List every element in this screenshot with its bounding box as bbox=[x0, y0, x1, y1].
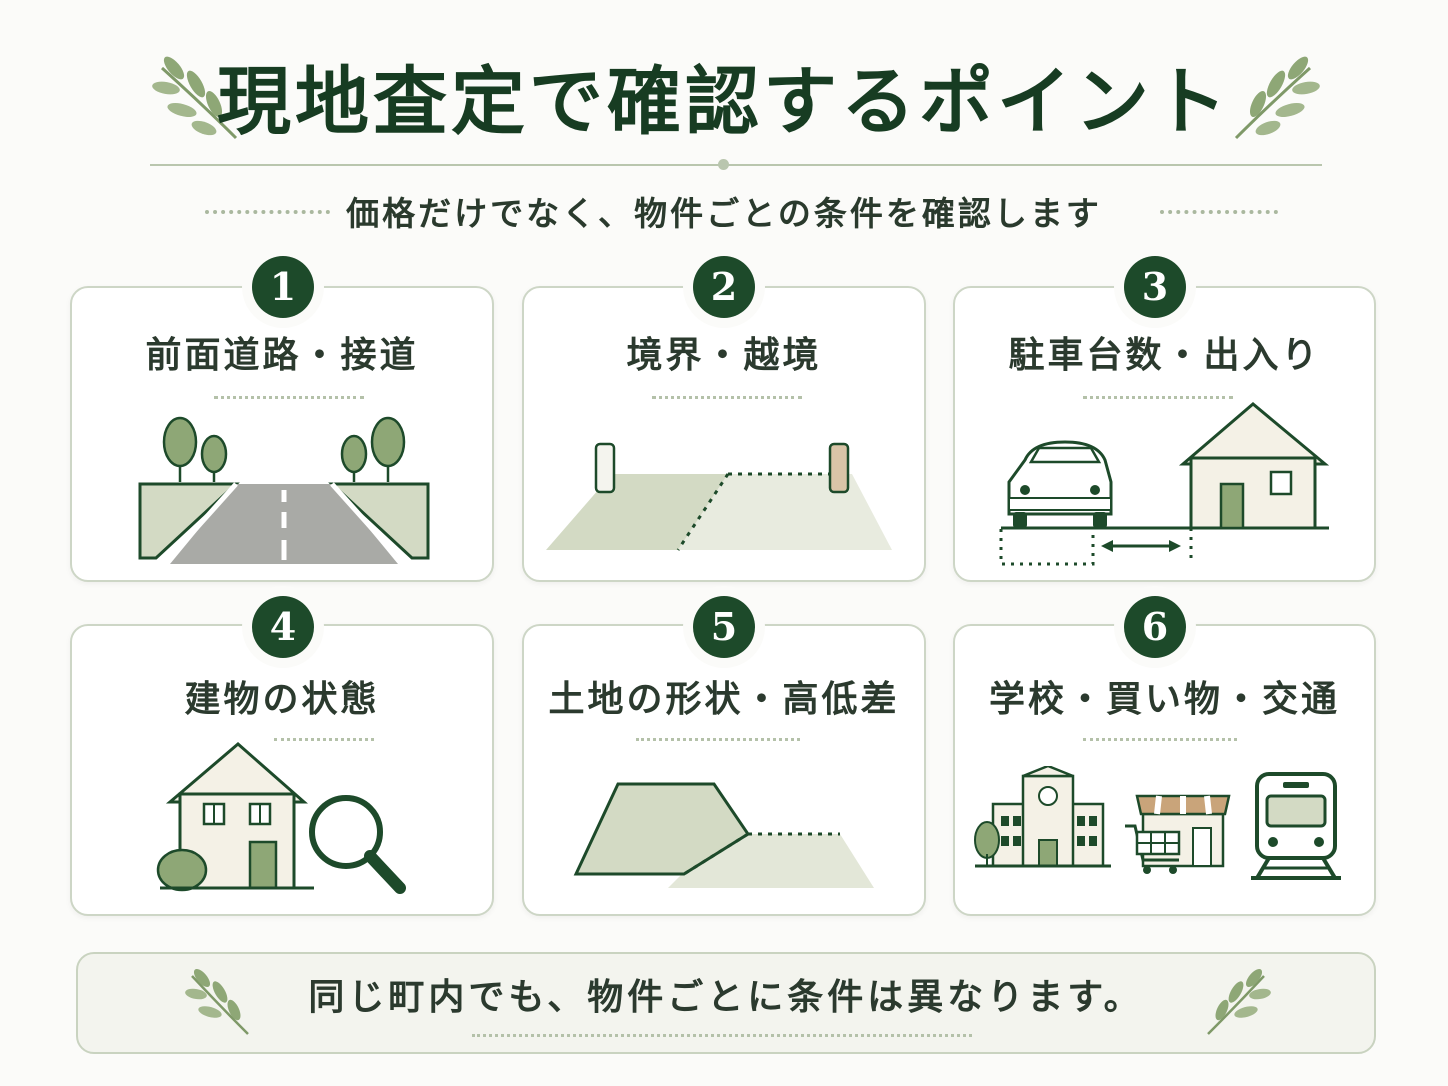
title-divider-dot bbox=[718, 159, 729, 170]
card-title-dots bbox=[636, 738, 800, 741]
footer-right-leaf-icon bbox=[1207, 968, 1271, 1035]
card-title: 学校・買い物・交通 bbox=[988, 678, 1340, 720]
point-number-badge-1: 1 bbox=[252, 256, 314, 318]
left-leaf-sprig-icon bbox=[152, 56, 238, 140]
title-divider bbox=[150, 164, 1322, 166]
subtitle-left-dots bbox=[205, 210, 330, 214]
page-title: 現地査定で確認するポイント bbox=[217, 59, 1231, 145]
card-title-dots bbox=[1083, 396, 1233, 399]
footer-text: 同じ町内でも、物件ごとに条件は異なります。 bbox=[308, 976, 1144, 1018]
school-shop-train-icon bbox=[974, 766, 1341, 880]
card-title: 駐車台数・出入り bbox=[1008, 334, 1321, 376]
point-number-badge-3: 3 bbox=[1124, 256, 1186, 318]
house-with-magnifier-icon bbox=[156, 742, 406, 894]
point-card-2: 境界・越境 bbox=[522, 286, 926, 582]
point-card-4: 建物の状態 bbox=[70, 624, 494, 916]
footer-note: 同じ町内でも、物件ごとに条件は異なります。 bbox=[76, 952, 1376, 1054]
point-number-badge-4: 4 bbox=[252, 596, 314, 658]
card-title: 前面道路・接道 bbox=[145, 334, 419, 376]
card-title-dots bbox=[274, 738, 374, 741]
card-title-dots bbox=[1083, 738, 1237, 741]
road-with-trees-icon bbox=[138, 416, 430, 564]
point-card-5: 土地の形状・高低差 bbox=[522, 624, 926, 916]
land-elevation-icon bbox=[573, 782, 874, 888]
boundary-markers-icon bbox=[546, 442, 892, 551]
car-and-house-parking-icon bbox=[999, 402, 1330, 566]
subtitle-right-dots bbox=[1160, 210, 1278, 214]
card-title-dots bbox=[652, 396, 802, 399]
right-leaf-sprig-icon bbox=[1234, 56, 1320, 140]
card-title: 境界・越境 bbox=[626, 334, 822, 376]
card-title-dots bbox=[214, 396, 364, 399]
card-title: 建物の状態 bbox=[184, 678, 380, 720]
card-title: 土地の形状・高低差 bbox=[548, 678, 900, 720]
point-card-6: 学校・買い物・交通 bbox=[953, 624, 1376, 916]
footer-left-leaf-icon bbox=[185, 968, 249, 1035]
point-card-3: 駐車台数・出入り bbox=[953, 286, 1376, 582]
point-number-badge-6: 6 bbox=[1124, 596, 1186, 658]
point-number-badge-5: 5 bbox=[693, 596, 755, 658]
page-subtitle: 価格だけでなく、物件ごとの条件を確認します bbox=[346, 194, 1102, 233]
footer-dots bbox=[472, 1034, 972, 1037]
point-number-badge-2: 2 bbox=[693, 256, 755, 318]
point-card-1: 前面道路・接道 bbox=[70, 286, 494, 582]
